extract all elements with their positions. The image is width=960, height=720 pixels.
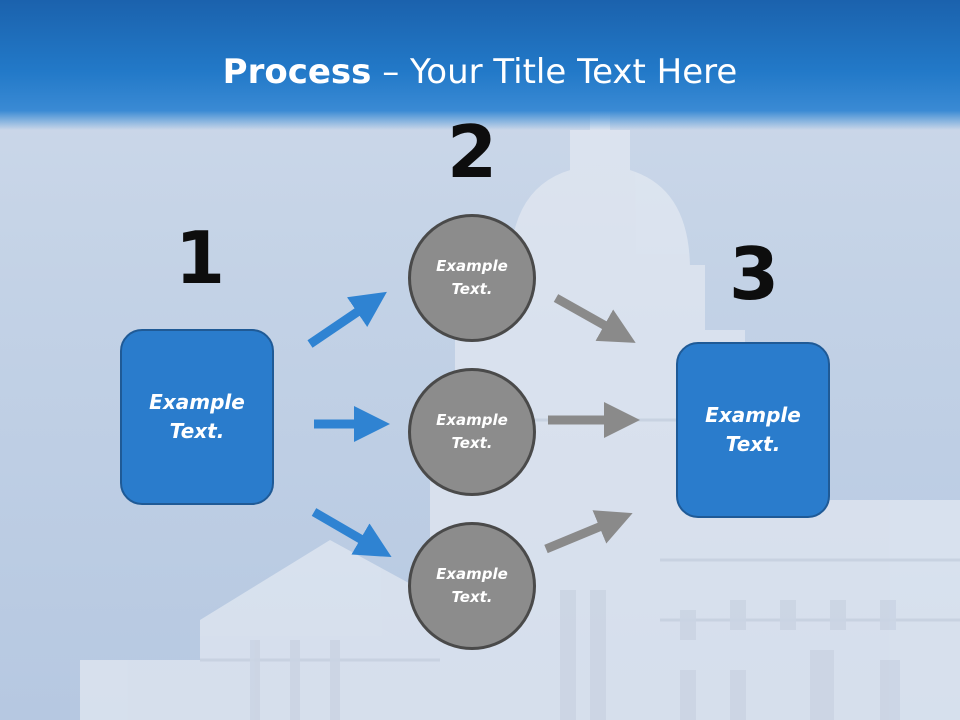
title-text: Your Title Text Here (410, 52, 738, 92)
title-separator: – (371, 52, 411, 92)
step-3-box: Example Text. (676, 342, 830, 518)
gray-arrow-down (553, 294, 636, 343)
step-number-3: 3 (728, 232, 780, 316)
step-2-circle-middle: Example Text. (408, 368, 536, 496)
step-number-2: 2 (446, 110, 498, 194)
title-bold: Process (222, 52, 372, 92)
title-bar (0, 0, 960, 130)
step-2-circle-bottom: Example Text. (408, 522, 536, 650)
slide-title: Process – Your Title Text Here (0, 52, 960, 92)
step-1-box: Example Text. (120, 329, 274, 505)
gray-arrow-up (544, 510, 633, 554)
blue-arrow-down (311, 508, 392, 558)
step-number-1: 1 (174, 216, 226, 300)
step-2-circle-top: Example Text. (408, 214, 536, 342)
blue-arrow-up (307, 291, 387, 348)
